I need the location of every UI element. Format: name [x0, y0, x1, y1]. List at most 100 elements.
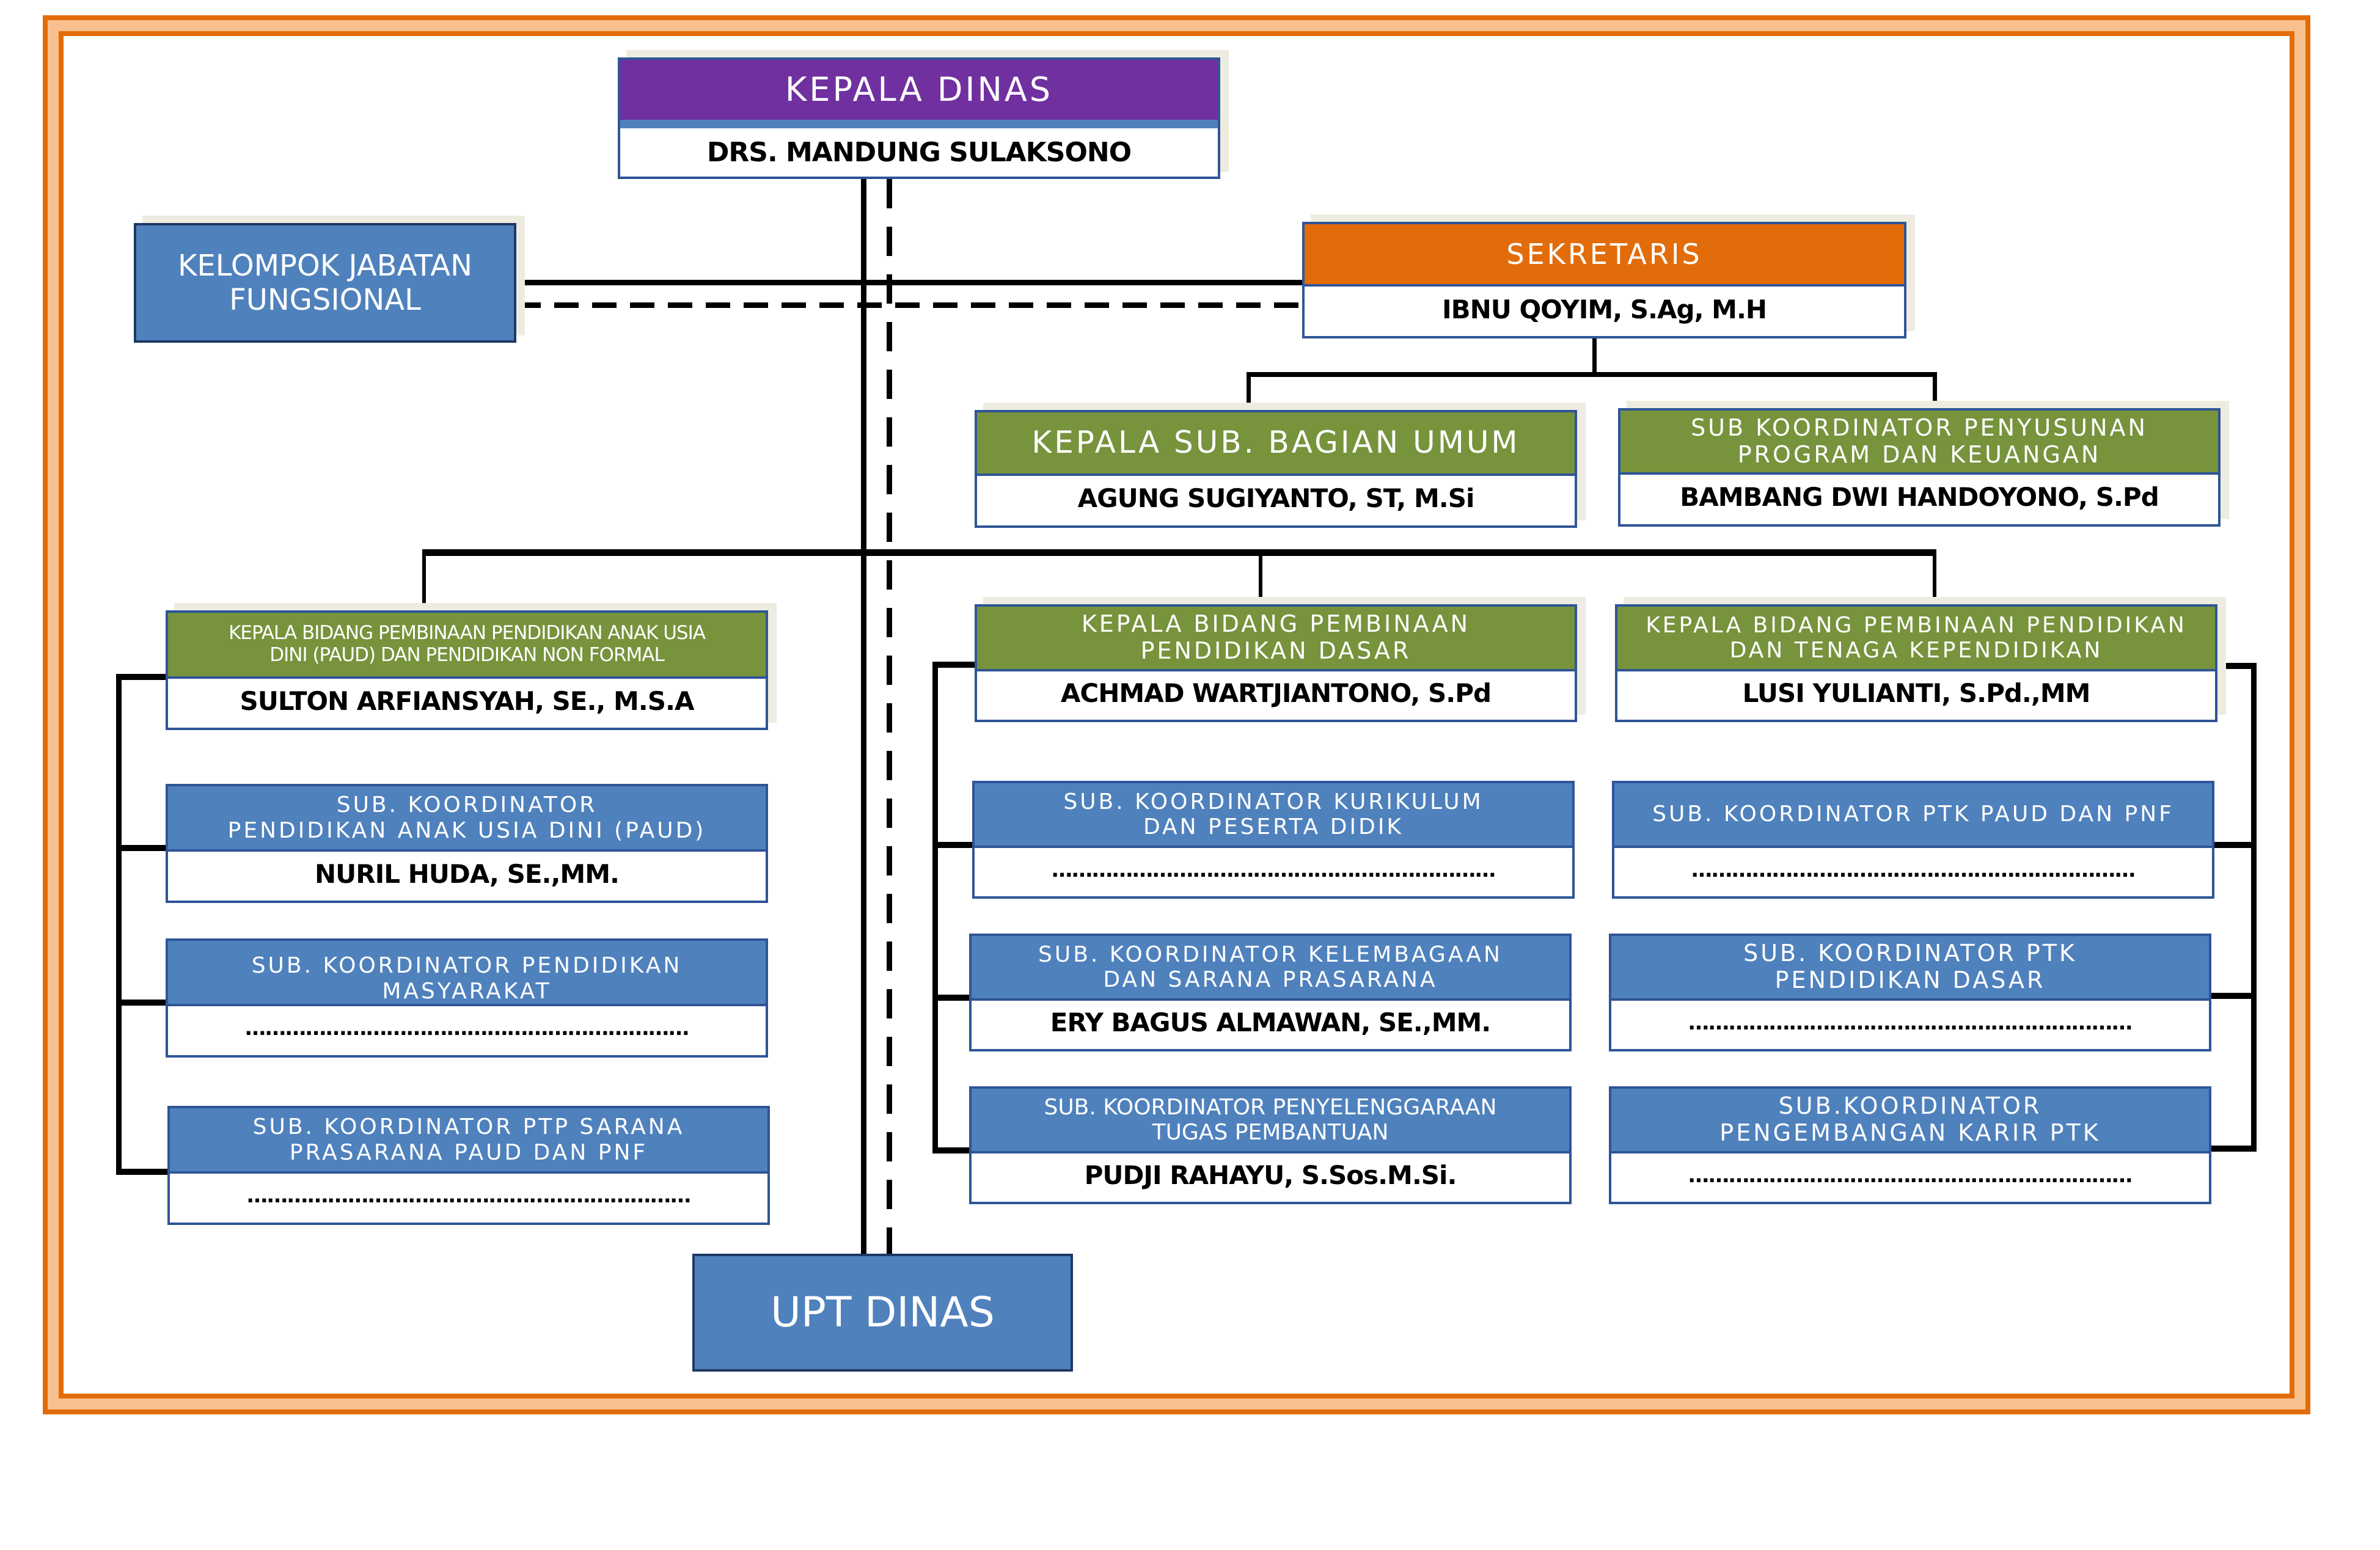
paud-bracket-tick-1	[116, 845, 166, 851]
subkoor-paud-title-line2: PENDIDIKAN ANAK USIA DINI (PAUD)	[227, 817, 706, 843]
subkoor-paud-box[interactable]: SUB. KOORDINATOR PENDIDIKAN ANAK USIA DI…	[166, 784, 768, 903]
subkoor-penyusunan-name: BAMBANG DWI HANDOYONO, S.Pd	[1620, 470, 2218, 524]
bidang-ptk-name-text: LUSI YULIANTI, S.Pd.,MM	[1742, 678, 2091, 708]
kelompok-jabatan-fungsional-box[interactable]: KELOMPOK JABATAN FUNGSIONAL	[134, 223, 516, 343]
subkoor-masyarakat-title-line1: SUB. KOORDINATOR PENDIDIKAN	[251, 953, 683, 979]
subkoor-karir-ptk-title-line2: PENGEMBANGAN KARIR PTK	[1719, 1119, 2101, 1146]
subkoor-ptp-sarana-box[interactable]: SUB. KOORDINATOR PTP SARANA PRASARANA PA…	[167, 1106, 770, 1225]
subkoor-karir-ptk-box[interactable]: SUB.KOORDINATOR PENGEMBANGAN KARIR PTK ……	[1609, 1086, 2211, 1204]
subkoor-ptp-sarana-name: …………………………………………………………	[170, 1169, 767, 1223]
bidang1-drop	[422, 549, 426, 610]
subkoor-karir-ptk-name: …………………………………………………………	[1611, 1149, 2209, 1202]
sekretaris-unit2-drop	[1933, 372, 1937, 409]
sekretaris-unit1-drop	[1247, 372, 1251, 410]
subkoor-masyarakat-title-line2: MASYARAKAT	[382, 978, 552, 1004]
subkoor-paud-name-text: NURIL HUDA, SE.,MM.	[315, 858, 620, 889]
subkoor-penyusunan-name-text: BAMBANG DWI HANDOYONO, S.Pd	[1680, 482, 2159, 512]
kepala-dinas-title-text: KEPALA DINAS	[785, 70, 1053, 109]
subkoor-ptk-dasar-box[interactable]: SUB. KOORDINATOR PTK PENDIDIKAN DASAR ………	[1609, 934, 2211, 1051]
sekretaris-drop-line	[1592, 338, 1597, 374]
subkoor-ptk-paud-name-text: …………………………………………………………	[1691, 857, 2136, 882]
kasubag-umum-title: KEPALA SUB. BAGIAN UMUM	[977, 412, 1575, 476]
bidang-dasar-name: ACHMAD WARTJIANTONO, S.Pd	[977, 667, 1575, 720]
bidang-ptk-title-line1: KEPALA BIDANG PEMBINAAN PENDIDIKAN	[1646, 612, 2187, 638]
ptk-bracket-tick-2	[2211, 993, 2257, 999]
bidang-paud-name: SULTON ARFIANSYAH, SE., M.S.A	[168, 674, 766, 728]
upt-dinas-box[interactable]: UPT DINAS	[692, 1254, 1073, 1372]
subkoor-ptk-dasar-title-line2: PENDIDIKAN DASAR	[1774, 967, 2046, 993]
subkoor-tugas-pembantuan-name-text: PUDJI RAHAYU, S.Sos.M.Si.	[1084, 1160, 1457, 1190]
dasar-bracket-tick-1	[932, 842, 973, 848]
subkoor-ptp-sarana-title-line2: PRASARANA PAUD DAN PNF	[289, 1139, 648, 1165]
bidang-ptk-title-line2: DAN TENAGA KEPENDIDIKAN	[1729, 638, 2103, 663]
subkoor-masyarakat-box[interactable]: SUB. KOORDINATOR PENDIDIKAN MASYARAKAT ……	[166, 938, 768, 1058]
kjf-line2: FUNGSIONAL	[229, 283, 421, 317]
subkoor-tugas-pembantuan-box[interactable]: SUB. KOORDINATOR PENYELENGGARAAN TUGAS P…	[969, 1086, 1572, 1204]
subkoor-ptp-sarana-name-text: …………………………………………………………	[247, 1183, 691, 1208]
sekretaris-bus-line	[1247, 372, 1937, 377]
kjf-sekretaris-line	[516, 280, 1302, 285]
kasubag-umum-name: AGUNG SUGIYANTO, ST, M.Si	[977, 471, 1575, 525]
sekretaris-box[interactable]: SEKRETARIS IBNU QOYIM, S.Ag, M.H	[1302, 222, 1906, 338]
kasubag-umum-name-text: AGUNG SUGIYANTO, ST, M.Si	[1077, 483, 1475, 513]
subkoor-penyusunan-box[interactable]: SUB KOORDINATOR PENYUSUNAN PROGRAM DAN K…	[1618, 408, 2221, 527]
subkoor-kurikulum-title-line1: SUB. KOORDINATOR KURIKULUM	[1063, 789, 1484, 814]
bidang3-drop	[1933, 549, 1936, 604]
subkoor-tugas-pembantuan-title: SUB. KOORDINATOR PENYELENGGARAAN TUGAS P…	[972, 1089, 1569, 1153]
bidang-dasar-title-line2: PENDIDIKAN DASAR	[1140, 637, 1412, 664]
subkoor-paud-title: SUB. KOORDINATOR PENDIDIKAN ANAK USIA DI…	[168, 786, 766, 852]
subkoor-ptk-paud-name: …………………………………………………………	[1614, 843, 2212, 896]
bidang-dasar-name-text: ACHMAD WARTJIANTONO, S.Pd	[1060, 678, 1492, 708]
subkoor-kelembagaan-title-line2: DAN SARANA PRASARANA	[1103, 967, 1438, 992]
subkoor-paud-name: NURIL HUDA, SE.,MM.	[168, 847, 766, 901]
subkoor-ptp-sarana-title: SUB. KOORDINATOR PTP SARANA PRASARANA PA…	[170, 1108, 767, 1174]
subkoor-kurikulum-title-line2: DAN PESERTA DIDIK	[1143, 814, 1404, 839]
kepala-dinas-box[interactable]: KEPALA DINAS DRS. MANDUNG SULAKSONO	[618, 57, 1220, 179]
subkoor-tugas-pembantuan-title-line2: TUGAS PEMBANTUAN	[1152, 1120, 1389, 1145]
ptk-bracket-vertical	[2251, 664, 2257, 1152]
bidang-ptk-title: KEPALA BIDANG PEMBINAAN PENDIDIKAN DAN T…	[1617, 607, 2215, 671]
dasar-bracket-tick-3	[932, 1147, 969, 1153]
subkoor-ptk-paud-title: SUB. KOORDINATOR PTK PAUD DAN PNF	[1614, 783, 2212, 848]
bidang-paud-name-text: SULTON ARFIANSYAH, SE., M.S.A	[240, 685, 695, 716]
kepala-dinas-name-text: DRS. MANDUNG SULAKSONO	[706, 136, 1132, 168]
paud-bracket-tick-0	[116, 674, 166, 680]
sekretaris-name: IBNU QOYIM, S.Ag, M.H	[1305, 282, 1904, 336]
subkoor-masyarakat-name-text: …………………………………………………………	[245, 1016, 689, 1040]
bidang-dasar-title: KEPALA BIDANG PEMBINAAN PENDIDIKAN DASAR	[977, 607, 1575, 671]
subkoor-paud-title-line1: SUB. KOORDINATOR	[336, 792, 598, 818]
subkoor-kelembagaan-name: ERY BAGUS ALMAWAN, SE.,MM.	[972, 996, 1569, 1049]
sekretaris-title: SEKRETARIS	[1305, 224, 1904, 287]
subkoor-masyarakat-name: …………………………………………………………	[168, 1001, 766, 1055]
subkoor-tugas-pembantuan-title-line1: SUB. KOORDINATOR PENYELENGGARAAN	[1044, 1094, 1497, 1120]
bidang-ptk-name: LUSI YULIANTI, S.Pd.,MM	[1617, 667, 2215, 720]
subkoor-kelembagaan-box[interactable]: SUB. KOORDINATOR KELEMBAGAAN DAN SARANA …	[969, 934, 1572, 1051]
dasar-bracket-tick-2	[932, 995, 969, 1001]
bidang-dasar-title-line1: KEPALA BIDANG PEMBINAAN	[1081, 610, 1471, 638]
subkoor-penyusunan-title: SUB KOORDINATOR PENYUSUNAN PROGRAM DAN K…	[1620, 411, 2218, 475]
bidang-ptk-box[interactable]: KEPALA BIDANG PEMBINAAN PENDIDIKAN DAN T…	[1615, 604, 2217, 722]
bidang-paud-box[interactable]: KEPALA BIDANG PEMBINAAN PENDIDIKAN ANAK …	[166, 610, 768, 730]
subkoor-kelembagaan-title-line1: SUB. KOORDINATOR KELEMBAGAAN	[1038, 941, 1503, 967]
subkoor-kurikulum-name: …………………………………………………………	[975, 843, 1572, 896]
paud-bracket-tick-2	[116, 1000, 166, 1006]
kasubag-umum-box[interactable]: KEPALA SUB. BAGIAN UMUM AGUNG SUGIYANTO,…	[975, 410, 1577, 528]
subkoor-penyusunan-title-line2: PROGRAM DAN KEUANGAN	[1737, 441, 2101, 468]
main-dashed-line	[887, 179, 892, 1254]
subkoor-ptk-dasar-name-text: …………………………………………………………	[1688, 1010, 2133, 1035]
subkoor-ptk-paud-box[interactable]: SUB. KOORDINATOR PTK PAUD DAN PNF …………………	[1612, 781, 2214, 899]
upt-dinas-title: UPT DINAS	[771, 1289, 995, 1337]
subkoor-karir-ptk-title: SUB.KOORDINATOR PENGEMBANGAN KARIR PTK	[1611, 1089, 2209, 1153]
dasar-bracket-vertical	[932, 663, 938, 1153]
subkoor-karir-ptk-title-line1: SUB.KOORDINATOR	[1778, 1092, 2042, 1120]
subkoor-ptk-dasar-title-line1: SUB. KOORDINATOR PTK	[1743, 940, 2077, 967]
subkoor-ptp-sarana-title-line1: SUB. KOORDINATOR PTP SARANA	[252, 1114, 685, 1140]
subkoor-karir-ptk-name-text: …………………………………………………………	[1688, 1163, 2133, 1188]
subkoor-ptk-dasar-name: …………………………………………………………	[1611, 996, 2209, 1049]
subkoor-ptk-paud-title-text: SUB. KOORDINATOR PTK PAUD DAN PNF	[1652, 802, 2174, 827]
bidang-dasar-box[interactable]: KEPALA BIDANG PEMBINAAN PENDIDIKAN DASAR…	[975, 604, 1577, 722]
subkoor-kurikulum-box[interactable]: SUB. KOORDINATOR KURIKULUM DAN PESERTA D…	[972, 781, 1575, 899]
kjf-sekretaris-dashed-line	[516, 302, 1302, 308]
subkoor-kelembagaan-title: SUB. KOORDINATOR KELEMBAGAAN DAN SARANA …	[972, 936, 1569, 1001]
kjf-line1: KELOMPOK JABATAN	[177, 249, 472, 283]
